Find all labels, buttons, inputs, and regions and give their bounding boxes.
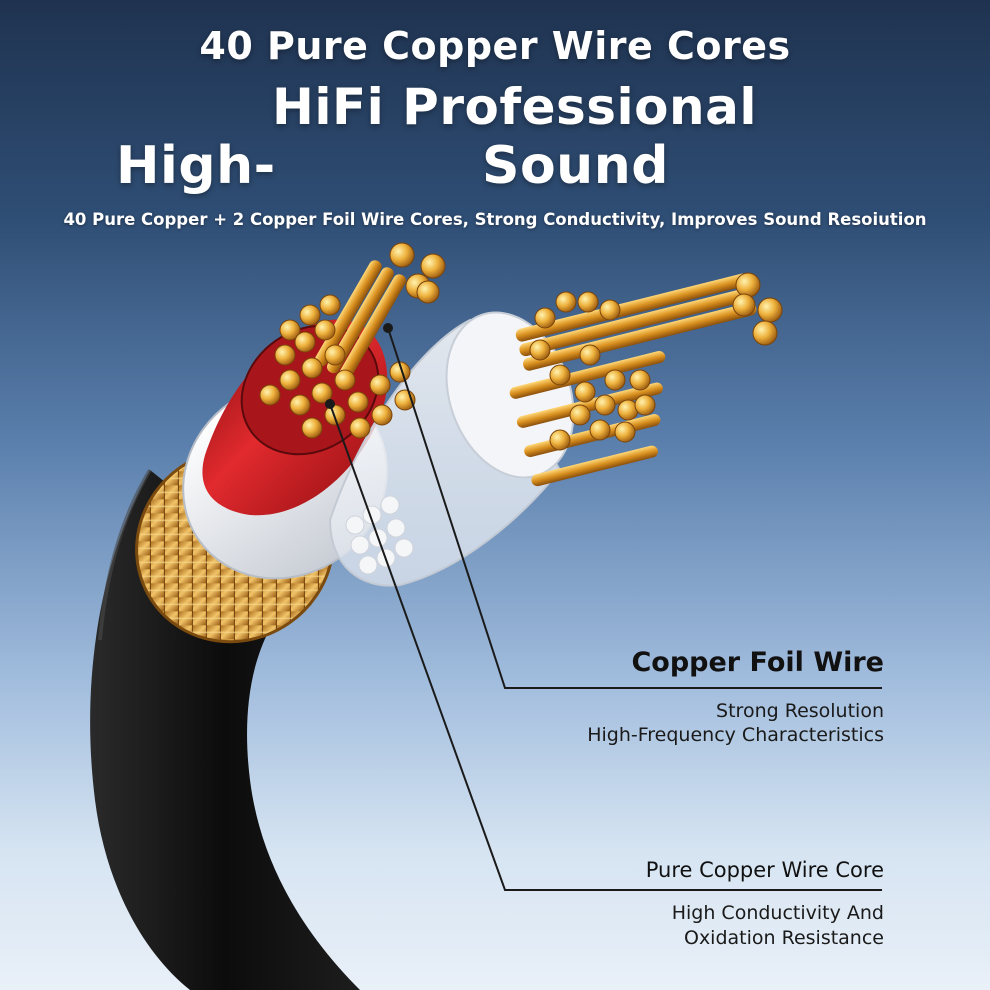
callout-copper-foil-desc-1: Strong Resolution bbox=[716, 700, 884, 722]
headline-line-1: 40 Pure Copper Wire Cores bbox=[199, 24, 791, 68]
headline-line-3-left: High- bbox=[116, 136, 276, 196]
callout-leader-lines bbox=[325, 323, 882, 891]
headline-line-2: HiFi Professional bbox=[272, 78, 757, 136]
subtitle: 40 Pure Copper + 2 Copper Foil Wire Core… bbox=[63, 210, 927, 229]
copper-strands-right bbox=[509, 272, 783, 487]
callout-copper-core-title: Pure Copper Wire Core bbox=[645, 858, 884, 882]
callout-copper-core-desc-1: High Conductivity And bbox=[671, 902, 884, 924]
callout-copper-core-desc-2: Oxidation Resistance bbox=[683, 927, 884, 949]
callout-copper-foil-title: Copper Foil Wire bbox=[631, 647, 884, 678]
leader-line-copper-foil bbox=[387, 327, 882, 689]
copper-strands-left bbox=[259, 242, 446, 439]
callout-copper-foil-desc-2: High-Frequency Characteristics bbox=[587, 724, 884, 746]
leader-line-copper-core bbox=[329, 403, 882, 891]
headline-line-3-right: Sound bbox=[482, 136, 669, 196]
